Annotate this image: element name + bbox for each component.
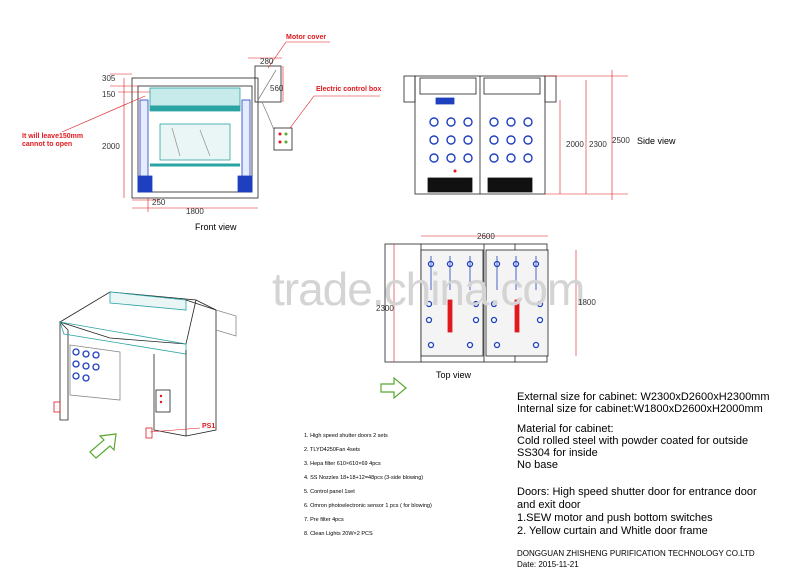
- leave-note-label: It will leave150mm cannot to open: [22, 133, 84, 148]
- ps1-label: PS1: [202, 423, 216, 430]
- isometric-view-drawing: [53, 291, 237, 459]
- dim-305: 305: [102, 74, 116, 83]
- material-title: Material for cabinet:: [517, 423, 614, 435]
- dim-2000-side: 2000: [566, 140, 584, 149]
- dim-2500-side: 2500: [612, 136, 630, 145]
- dim-2300-top: 2300: [376, 304, 394, 313]
- front-view-title: Front view: [195, 222, 237, 232]
- side-view-drawing: [403, 70, 628, 200]
- material-line: No base: [517, 459, 558, 471]
- front-view-drawing: [61, 41, 380, 212]
- internal-size-text: Internal size for cabinet:W1800xD2600xH2…: [517, 403, 763, 415]
- dim-280: 280: [260, 57, 274, 66]
- material-line: SS304 for inside: [517, 447, 598, 459]
- dim-560: 560: [270, 84, 284, 93]
- dim-2000-front: 2000: [102, 142, 120, 151]
- parts-list-item: 2. TLYD4250Fan 4sets: [304, 447, 361, 453]
- date-text: Date: 2015-11-21: [517, 560, 579, 569]
- dim-150: 150: [102, 90, 116, 99]
- top-view-title: Top view: [436, 370, 472, 380]
- dim-2600: 2600: [477, 232, 495, 241]
- parts-list-item: 1. High speed shutter doors 2 sets: [304, 433, 388, 439]
- parts-list-item: 6. Omron photoelectronic sensor 1 pcs ( …: [304, 503, 432, 509]
- dim-1800-top: 1800: [578, 298, 596, 307]
- parts-list: 1. High speed shutter doors 2 sets 2. TL…: [304, 433, 432, 545]
- parts-list-item: 3. Hepa filter 610×610×69 4pcs: [304, 461, 381, 467]
- parts-list-item: 8. Clean Lights 20W×2 PCS: [304, 531, 373, 537]
- doors-line: 1.SEW motor and push bottom switches: [517, 512, 713, 524]
- electric-control-box-label: Electric control box: [316, 86, 382, 93]
- side-view-title: Side view: [637, 136, 676, 146]
- motor-cover-label: Motor cover: [286, 34, 327, 41]
- company-name: DONGGUAN ZHISHENG PURIFICATION TECHNOLOG…: [517, 549, 755, 558]
- external-size-text: External size for cabinet: W2300xD2600xH…: [517, 391, 770, 403]
- doors-line: and exit door: [517, 499, 581, 511]
- doors-line: Doors: High speed shutter door for entra…: [517, 486, 757, 498]
- parts-list-item: 4. SS Nozzles 18+18+12=48pcs (3-side blo…: [304, 475, 424, 481]
- dim-1800-front: 1800: [186, 207, 204, 216]
- top-view-drawing: [380, 235, 577, 400]
- doors-line: 2. Yellow curtain and Whitle door frame: [517, 525, 708, 537]
- material-line: Cold rolled steel with powder coated for…: [517, 435, 749, 447]
- parts-list-item: 7. Pre filter 4pcs: [304, 517, 344, 523]
- parts-list-item: 5. Control panel 1set: [304, 489, 355, 495]
- dim-250: 250: [152, 198, 166, 207]
- dim-2300-side: 2300: [589, 140, 607, 149]
- watermark-text: trade.china.com: [272, 263, 585, 315]
